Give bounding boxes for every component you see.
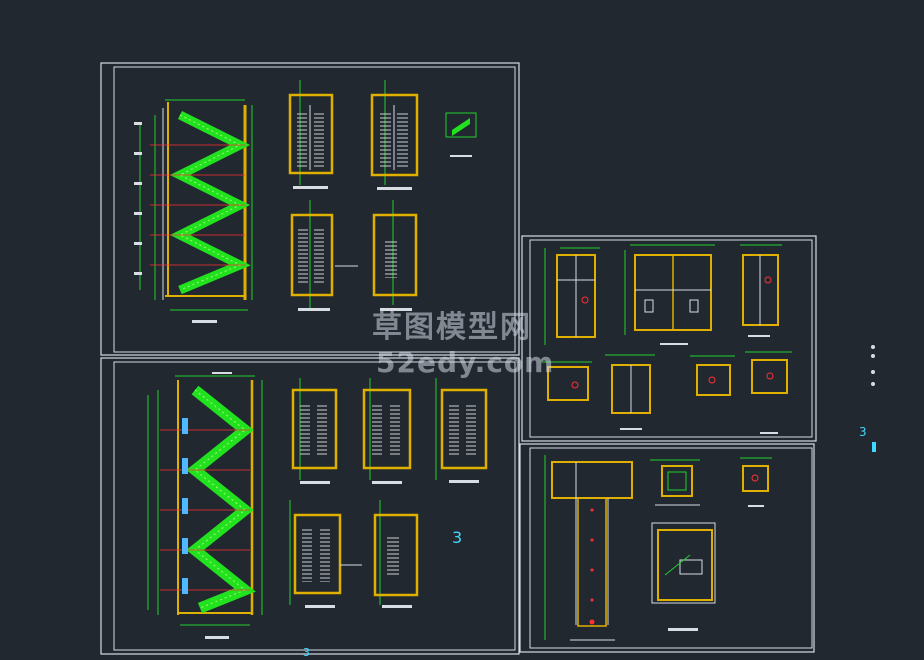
stair-plan-top-2[interactable]: [370, 80, 419, 190]
stair-detail-top[interactable]: [445, 112, 477, 157]
sheet-frame-bottom-left[interactable]: [100, 357, 520, 655]
floor-plan-1[interactable]: [544, 247, 600, 345]
sheet-frame-top-left[interactable]: [100, 62, 520, 356]
annotation-mark: 3: [452, 528, 463, 547]
stair-plan-bottom-5[interactable]: [373, 500, 419, 608]
stair-plan-bottom-3[interactable]: [435, 378, 488, 483]
elevator-detail-2[interactable]: [740, 457, 772, 507]
side-legend: [871, 345, 876, 452]
elevator-detail-1[interactable]: [650, 459, 700, 506]
floor-plan-7[interactable]: [745, 351, 792, 394]
stair-section-top[interactable]: [134, 99, 253, 323]
floor-plan-6[interactable]: [690, 355, 735, 396]
annotation-mark: 3: [303, 646, 310, 659]
sheet-frames: [100, 62, 817, 655]
sheet-frame-right-top[interactable]: [521, 235, 817, 442]
stair-plan-top-3[interactable]: [290, 200, 358, 311]
stair-plan-bottom-1[interactable]: [291, 378, 338, 484]
floor-plan-5[interactable]: [605, 354, 655, 430]
sheet-frame-right-bottom[interactable]: [519, 443, 815, 653]
floor-plan-4[interactable]: [542, 361, 592, 401]
stair-section-bottom[interactable]: [147, 372, 263, 639]
floor-plan-2[interactable]: [624, 244, 715, 345]
floor-plan-3[interactable]: [740, 244, 782, 337]
stair-plan-bottom-4[interactable]: [289, 500, 362, 608]
annotation-mark: 3: [859, 425, 867, 439]
stair-plan-top-4[interactable]: [372, 200, 418, 311]
stair-plan-bottom-2[interactable]: [362, 378, 412, 484]
pit-plan[interactable]: [651, 522, 716, 631]
stair-plan-top-1[interactable]: [288, 80, 334, 189]
elevator-section[interactable]: [544, 455, 633, 641]
